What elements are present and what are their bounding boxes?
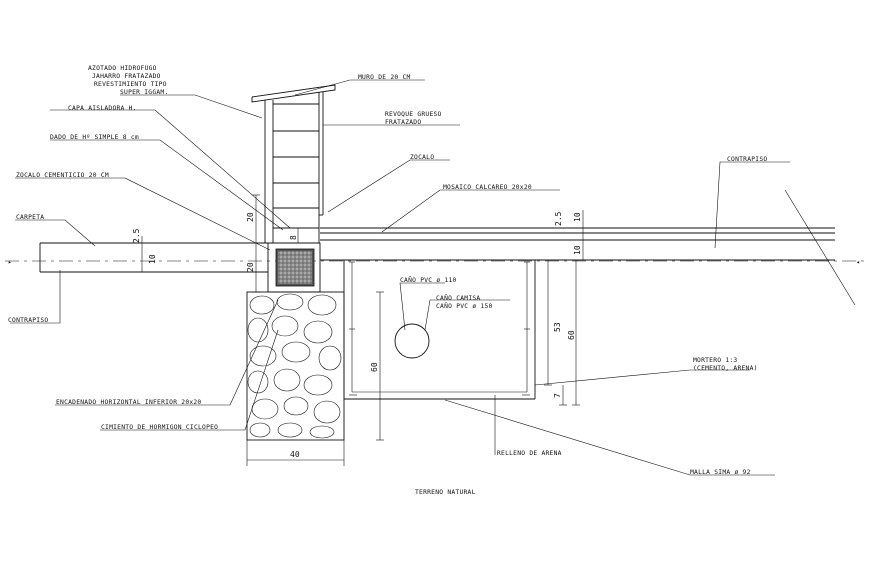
label-capa-aisladora: CAPA AISLADORA H.	[68, 105, 137, 112]
cyclopean-foundation	[246, 291, 345, 441]
label-contrapiso-left: CONTRAPISO	[8, 317, 48, 324]
label-encadenado: ENCADENADO HORIZONTAL INFERIOR 20x20	[56, 399, 201, 406]
label-cano-camisa-2: CAÑO PVC ø 150	[436, 301, 493, 310]
label-mortero-1: MORTERO 1:3	[693, 357, 737, 364]
label-zocalo-cementicio: ZOCALO CEMENTICIO 20 CM	[16, 172, 109, 179]
label-azotado-1: AZOTADO HIDROFUGO	[88, 65, 157, 72]
axis-line: ▸ ◂	[5, 259, 865, 266]
left-slab	[39, 242, 268, 273]
svg-text:▸: ▸	[8, 259, 12, 266]
label-muro: MURO DE 20 CM	[358, 74, 411, 81]
dim-20-upper: 20	[246, 212, 255, 222]
label-dado: DADO DE Hº SIMPLE 8 cm	[50, 134, 139, 141]
dim-20-lower: 20	[246, 262, 255, 272]
label-carpeta: CARPETA	[16, 214, 44, 221]
label-mosaico: MOSAICO CALCAREO 20x20	[443, 184, 532, 191]
label-cano-pvc: CAÑO PVC ø 110	[400, 275, 457, 284]
label-malla: MALLA SIMA ø 92	[690, 469, 751, 476]
label-terreno: TERRENO NATURAL	[415, 489, 476, 496]
label-azotado-4: SUPER IGGAM.	[120, 89, 169, 96]
svg-text:◂: ◂	[856, 259, 860, 266]
wall	[251, 84, 336, 244]
dim-8: 8	[289, 235, 298, 240]
dim-10-right-top: 10	[573, 212, 582, 222]
label-relleno: RELLENO DE ARENA	[497, 450, 562, 457]
trench	[343, 260, 536, 400]
label-mortero-2: (CEMENTO, ARENA)	[693, 365, 758, 372]
dim-10-left: 10	[148, 254, 157, 264]
break-line	[784, 189, 856, 306]
dim-10-right-bottom: 10	[573, 245, 582, 255]
label-azotado-3: REVESTIMIENTO TIPO	[94, 81, 167, 88]
leader-lines	[10, 79, 790, 476]
chain-beam	[267, 242, 321, 293]
label-revoque-1: REVOQUE GRUESO	[385, 111, 442, 118]
label-azotado-2: JAHARRO FRATAZADO	[92, 73, 161, 80]
label-contrapiso-right: CONTRAPISO	[727, 156, 767, 163]
dim-2-5-right: 2.5	[554, 211, 563, 226]
pvc-pipe-circle	[394, 323, 430, 359]
dim-53: 53	[553, 322, 562, 332]
label-revoque-2: FRATAZADO	[385, 119, 421, 126]
dim-2-5-left: 2.5	[132, 228, 141, 243]
label-cimiento: CIMIENTO DE HORMIGON CICLOPEO	[101, 424, 218, 431]
dim-7: 7	[553, 393, 562, 398]
label-cano-camisa-1: CAÑO CAMISA	[436, 293, 480, 302]
label-zocalo: ZOCALO	[410, 154, 434, 161]
dim-40: 40	[290, 450, 300, 459]
dim-60-left: 60	[370, 362, 379, 372]
dim-60-right: 60	[567, 330, 576, 340]
